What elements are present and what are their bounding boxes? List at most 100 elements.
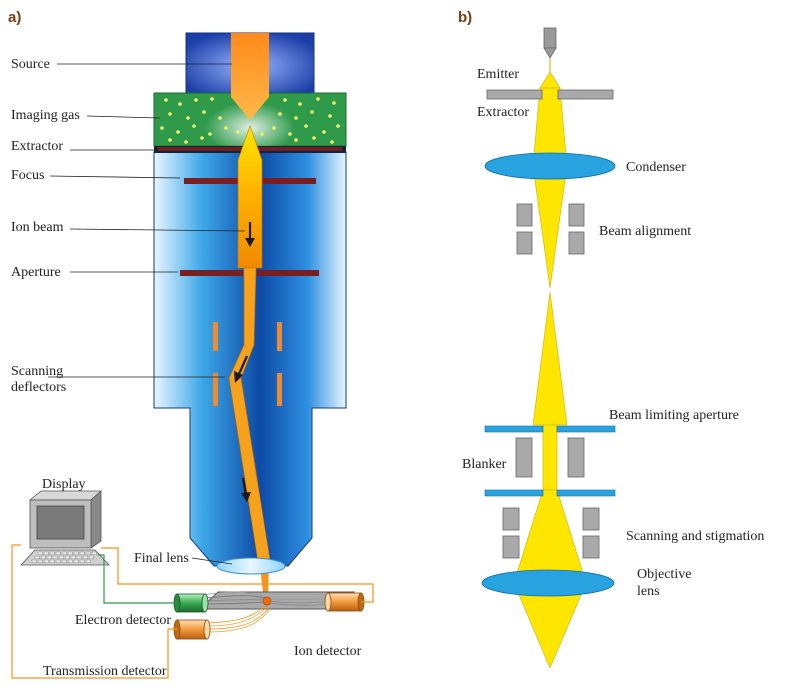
gas-particle — [160, 126, 164, 130]
keyboard-key — [73, 559, 79, 563]
column-body — [153, 151, 347, 567]
gas-particle — [164, 98, 168, 102]
gas-particle — [168, 112, 172, 116]
gas-particle — [224, 126, 228, 130]
keyboard-key — [79, 551, 85, 555]
keyboard-key — [76, 555, 82, 559]
final-lens — [216, 557, 286, 575]
keyboard-key — [34, 555, 40, 559]
transmission-detector — [173, 619, 211, 640]
label-scanning-1: Scanning — [11, 364, 63, 379]
panel-label-b: b) — [458, 9, 472, 26]
deflector-lr — [277, 373, 282, 406]
gas-particle — [278, 112, 282, 116]
deflector-ul — [213, 322, 218, 351]
gas-particle — [218, 116, 222, 120]
keyboard-key — [82, 555, 88, 559]
label-display: Display — [42, 477, 86, 492]
keyboard-key — [43, 559, 49, 563]
keyboard-key — [88, 555, 94, 559]
keyboard-key — [55, 559, 61, 563]
deflector-ur — [277, 322, 282, 351]
gas-particle — [176, 130, 180, 134]
cables — [11, 544, 374, 679]
label-extractor-b: Extractor — [477, 105, 529, 120]
gas-particle — [310, 110, 314, 114]
scan-ul — [502, 507, 520, 531]
aperture-electrode-right — [257, 270, 319, 276]
gas-particle — [312, 136, 316, 140]
beam-arrow-1 — [245, 222, 255, 247]
panel-label-a: a) — [8, 9, 21, 26]
label-source: Source — [11, 57, 50, 72]
emitter-tip — [543, 27, 557, 59]
scan-lr — [582, 535, 600, 559]
keyboard-key — [55, 551, 61, 555]
keyboard-key — [85, 559, 91, 563]
keyboard-key — [79, 559, 85, 563]
keyboard-key — [73, 551, 79, 555]
keyboard-key — [52, 555, 58, 559]
blanking-aperture-right — [556, 489, 616, 497]
blanker-right — [567, 437, 585, 478]
keyboard-key — [37, 559, 43, 563]
beam-arrow-2 — [234, 355, 249, 383]
keyboard-key — [58, 555, 64, 559]
gas-particles — [160, 97, 340, 144]
sample-spot — [262, 596, 272, 606]
label-beam-alignment: Beam alignment — [599, 224, 691, 239]
keyboard-key — [43, 551, 49, 555]
gas-particle — [210, 97, 214, 101]
gas-particle — [260, 132, 264, 136]
keyboard-key — [49, 559, 55, 563]
gas-particle — [332, 101, 336, 105]
gas-particle — [200, 136, 204, 140]
label-final-lens: Final lens — [134, 551, 189, 566]
gas-particle — [304, 124, 308, 128]
focus-electrode-left — [184, 178, 241, 184]
gas-particle — [168, 138, 172, 142]
keyboard-key — [49, 551, 55, 555]
focus-electrode-right — [259, 178, 316, 184]
alignment-ll — [516, 231, 533, 255]
gas-particle — [202, 110, 206, 114]
label-scanning-stigmation: Scanning and stigmation — [626, 529, 764, 544]
keyboard-key — [31, 559, 37, 563]
scan-ll — [502, 535, 520, 559]
label-ion-detector: Ion detector — [294, 644, 362, 659]
label-objective-2: lens — [637, 584, 660, 599]
electron-detector — [173, 593, 209, 613]
gas-particle — [336, 124, 340, 128]
blanker-left — [515, 437, 533, 478]
deflector-ll — [213, 373, 218, 406]
gas-particle — [272, 126, 276, 130]
label-blanker: Blanker — [462, 457, 507, 472]
display-computer-icon — [20, 490, 110, 566]
label-focus: Focus — [11, 168, 44, 183]
gas-particle — [330, 140, 334, 144]
extractor-plate-left — [486, 89, 543, 100]
gas-particle — [208, 132, 212, 136]
label-aperture: Aperture — [11, 265, 61, 280]
gas-particle — [194, 98, 198, 102]
gas-particle — [294, 138, 298, 142]
keyboard-key — [64, 555, 70, 559]
label-extractor-a: Extractor — [11, 139, 63, 154]
aperture-electrode-left — [180, 270, 243, 276]
gas-particle — [236, 130, 240, 134]
beam-arrow-3 — [241, 477, 251, 502]
label-objective-1: Objective — [637, 567, 691, 582]
keyboard-key — [85, 551, 91, 555]
ion-detector — [324, 592, 365, 612]
label-beam-limiting-aperture: Beam limiting aperture — [609, 408, 739, 423]
blanking-aperture-left — [484, 489, 544, 497]
gas-particle — [184, 140, 188, 144]
label-emitter: Emitter — [477, 67, 519, 82]
gas-particle — [294, 116, 298, 120]
gas-particle — [186, 116, 190, 120]
gas-particle — [328, 114, 332, 118]
gas-particle — [316, 97, 320, 101]
keyboard-key — [61, 559, 67, 563]
keyboard-key — [37, 551, 43, 555]
